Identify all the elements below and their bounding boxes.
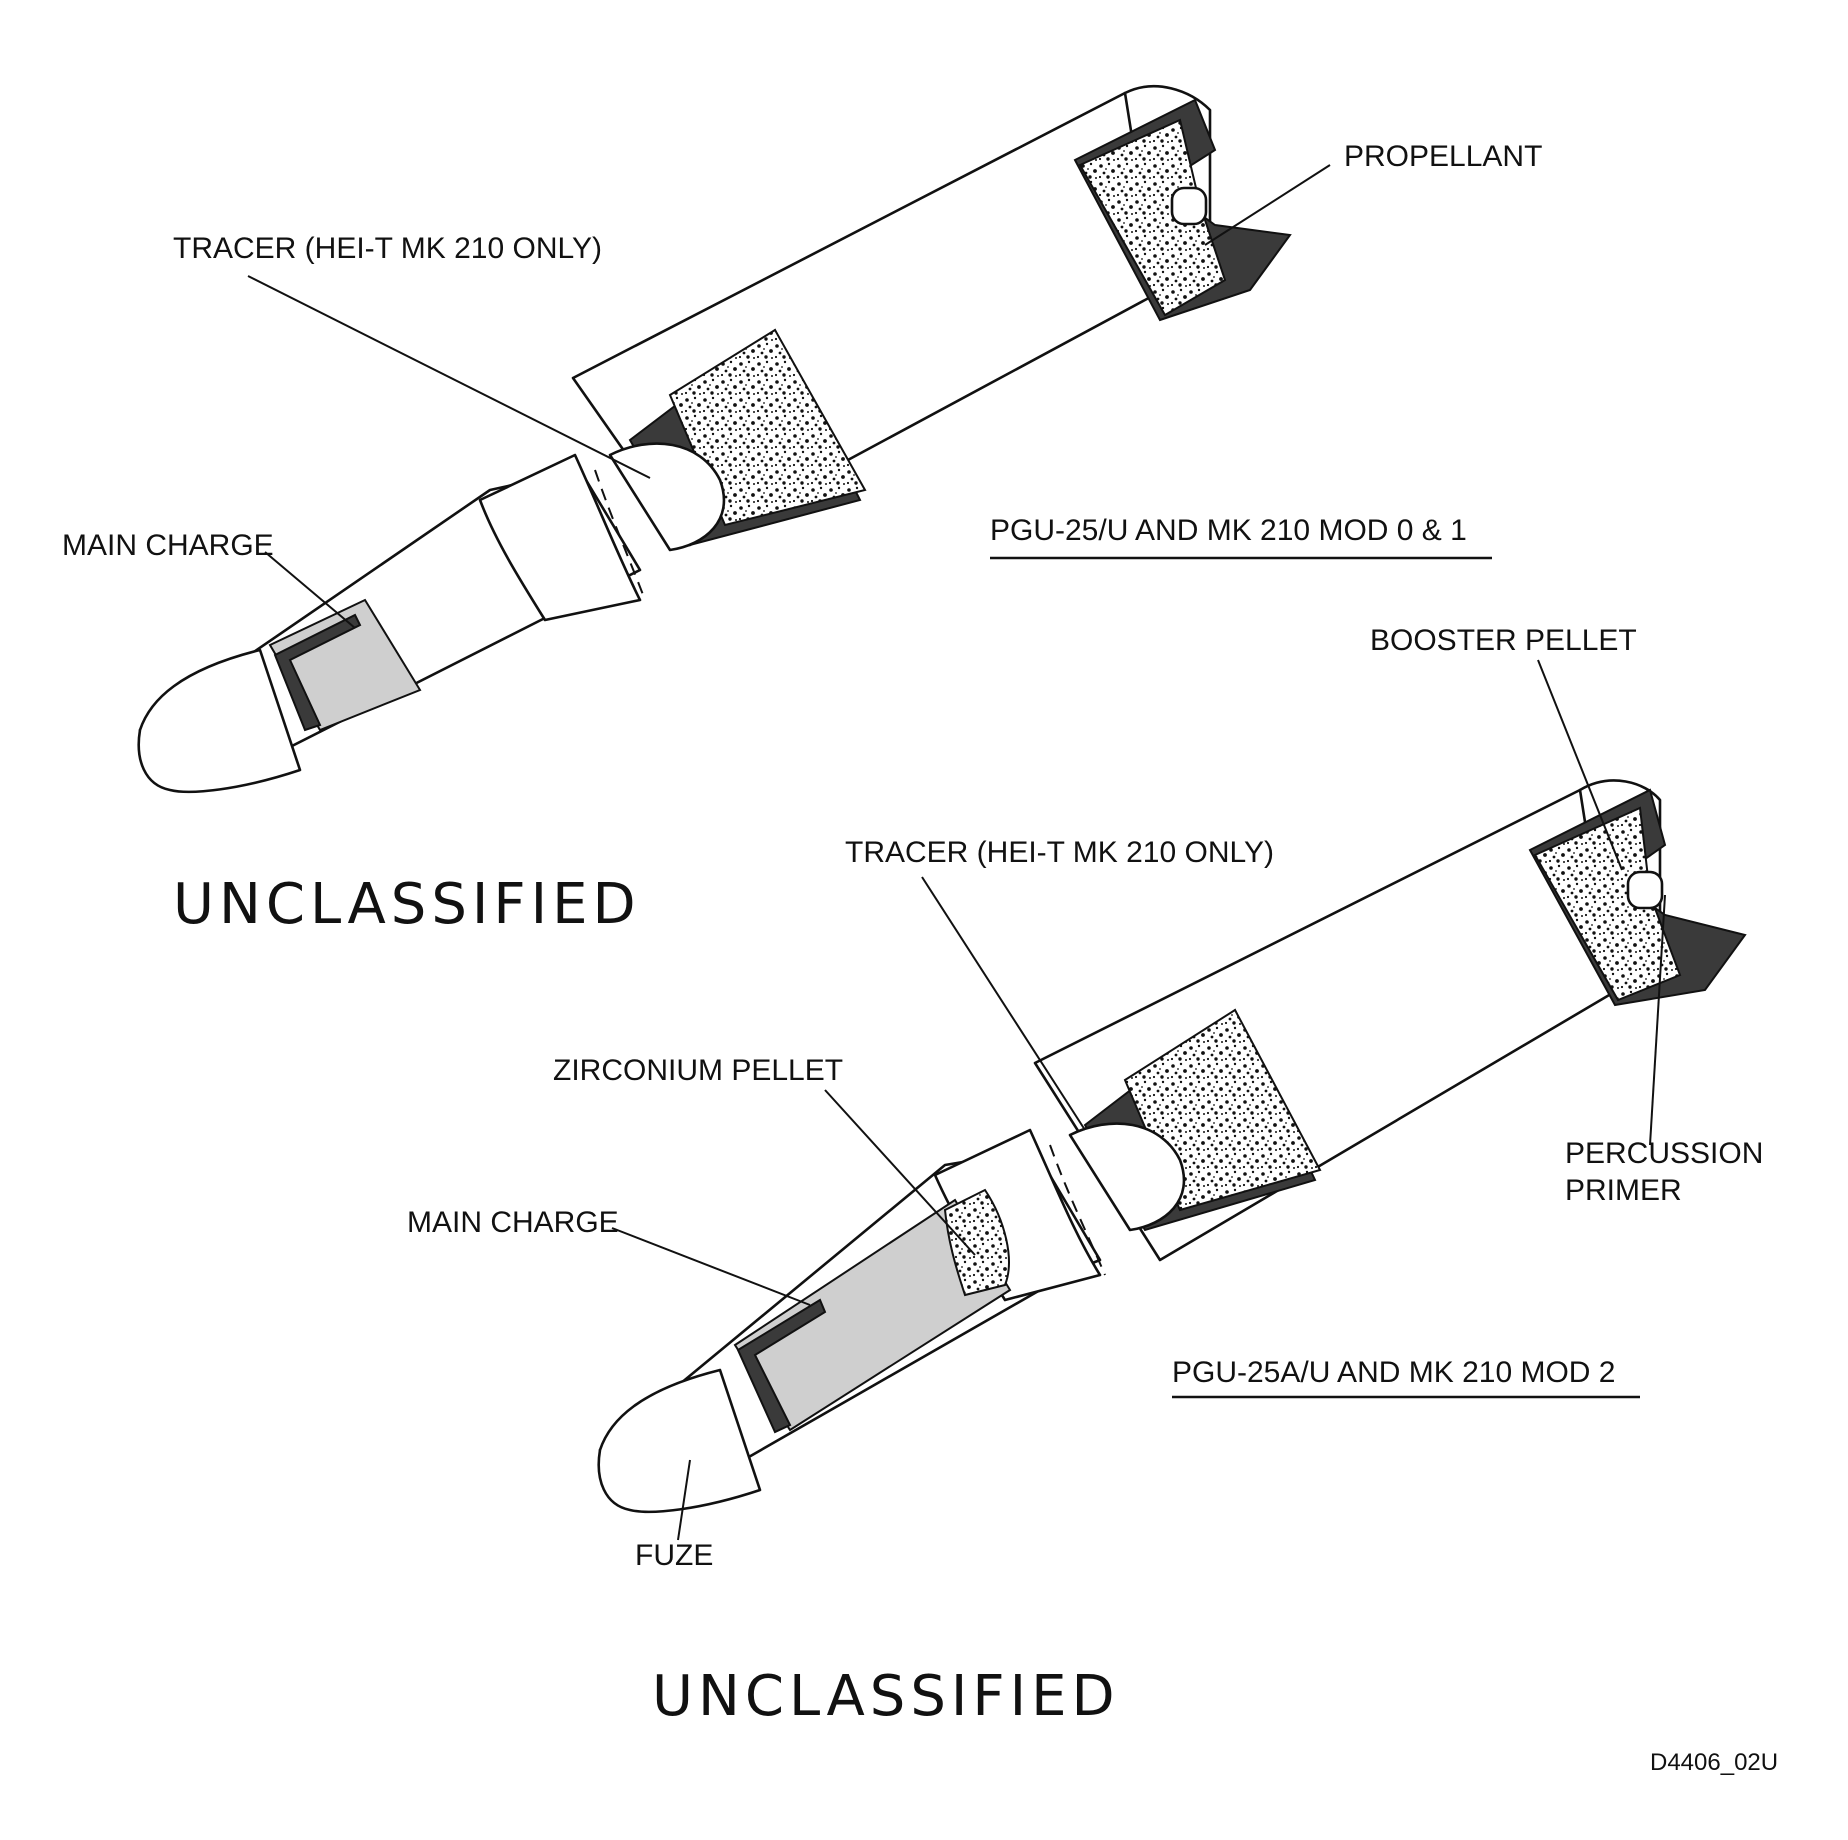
bottom-main-charge-label: MAIN CHARGE xyxy=(407,1206,619,1239)
bottom-band-groove xyxy=(1049,1144,1106,1276)
bottom-propellant-fill xyxy=(1533,806,1682,1002)
top-round-drawing xyxy=(137,84,1292,794)
top-propellant-fill xyxy=(1078,118,1227,317)
bottom-booster-pellet-label: BOOSTER PELLET xyxy=(1370,624,1637,657)
bottom-booster-leader xyxy=(1537,659,1623,871)
bottom-unclassified-marking: UNCLASSIFIED xyxy=(652,1664,1120,1729)
bottom-primer-leader xyxy=(1649,894,1666,1146)
top-primer xyxy=(1170,186,1208,226)
top-main-charge-liner xyxy=(273,613,362,732)
bottom-round-drawing xyxy=(597,779,1747,1514)
bottom-zirconium-pellet xyxy=(943,1188,1010,1297)
top-fuze-nose xyxy=(137,648,302,794)
bottom-main-charge-liner xyxy=(736,1298,827,1434)
bottom-percussion-label: PERCUSSION xyxy=(1565,1137,1763,1170)
top-main-charge-label: MAIN CHARGE xyxy=(62,529,274,562)
top-tracer-element xyxy=(608,442,726,552)
bottom-fuze-label: FUZE xyxy=(635,1539,713,1572)
top-rotating-band xyxy=(478,453,642,622)
top-tracer-label: TRACER (HEI-T MK 210 ONLY) xyxy=(173,232,602,265)
top-propellant-label: PROPELLANT xyxy=(1344,140,1542,173)
bottom-zirconium-pellet-label: ZIRCONIUM PELLET xyxy=(553,1054,843,1087)
bottom-tracer-label: TRACER (HEI-T MK 210 ONLY) xyxy=(845,836,1274,869)
bottom-round-title: PGU-25A/U AND MK 210 MOD 2 xyxy=(1172,1356,1615,1389)
bottom-primer-label: PRIMER xyxy=(1565,1174,1682,1207)
top-tracer-leader xyxy=(247,275,651,479)
bottom-main-charge-leader xyxy=(611,1227,811,1306)
top-round-title: PGU-25/U AND MK 210 MOD 0 & 1 xyxy=(990,514,1467,547)
drawing-id: D4406_02U xyxy=(1650,1749,1778,1776)
bottom-primer xyxy=(1626,870,1664,910)
bottom-zirconium-leader xyxy=(824,1089,976,1256)
bottom-tracer-leader xyxy=(921,876,1086,1131)
bottom-fuze-nose xyxy=(597,1368,762,1514)
top-propellant-leader xyxy=(1204,164,1331,246)
bottom-tracer-element xyxy=(1068,1122,1186,1232)
top-band-groove xyxy=(594,469,646,601)
bottom-fuze-leader xyxy=(677,1459,691,1541)
top-unclassified-marking: UNCLASSIFIED xyxy=(173,872,641,937)
top-main-charge-leader xyxy=(264,551,356,629)
